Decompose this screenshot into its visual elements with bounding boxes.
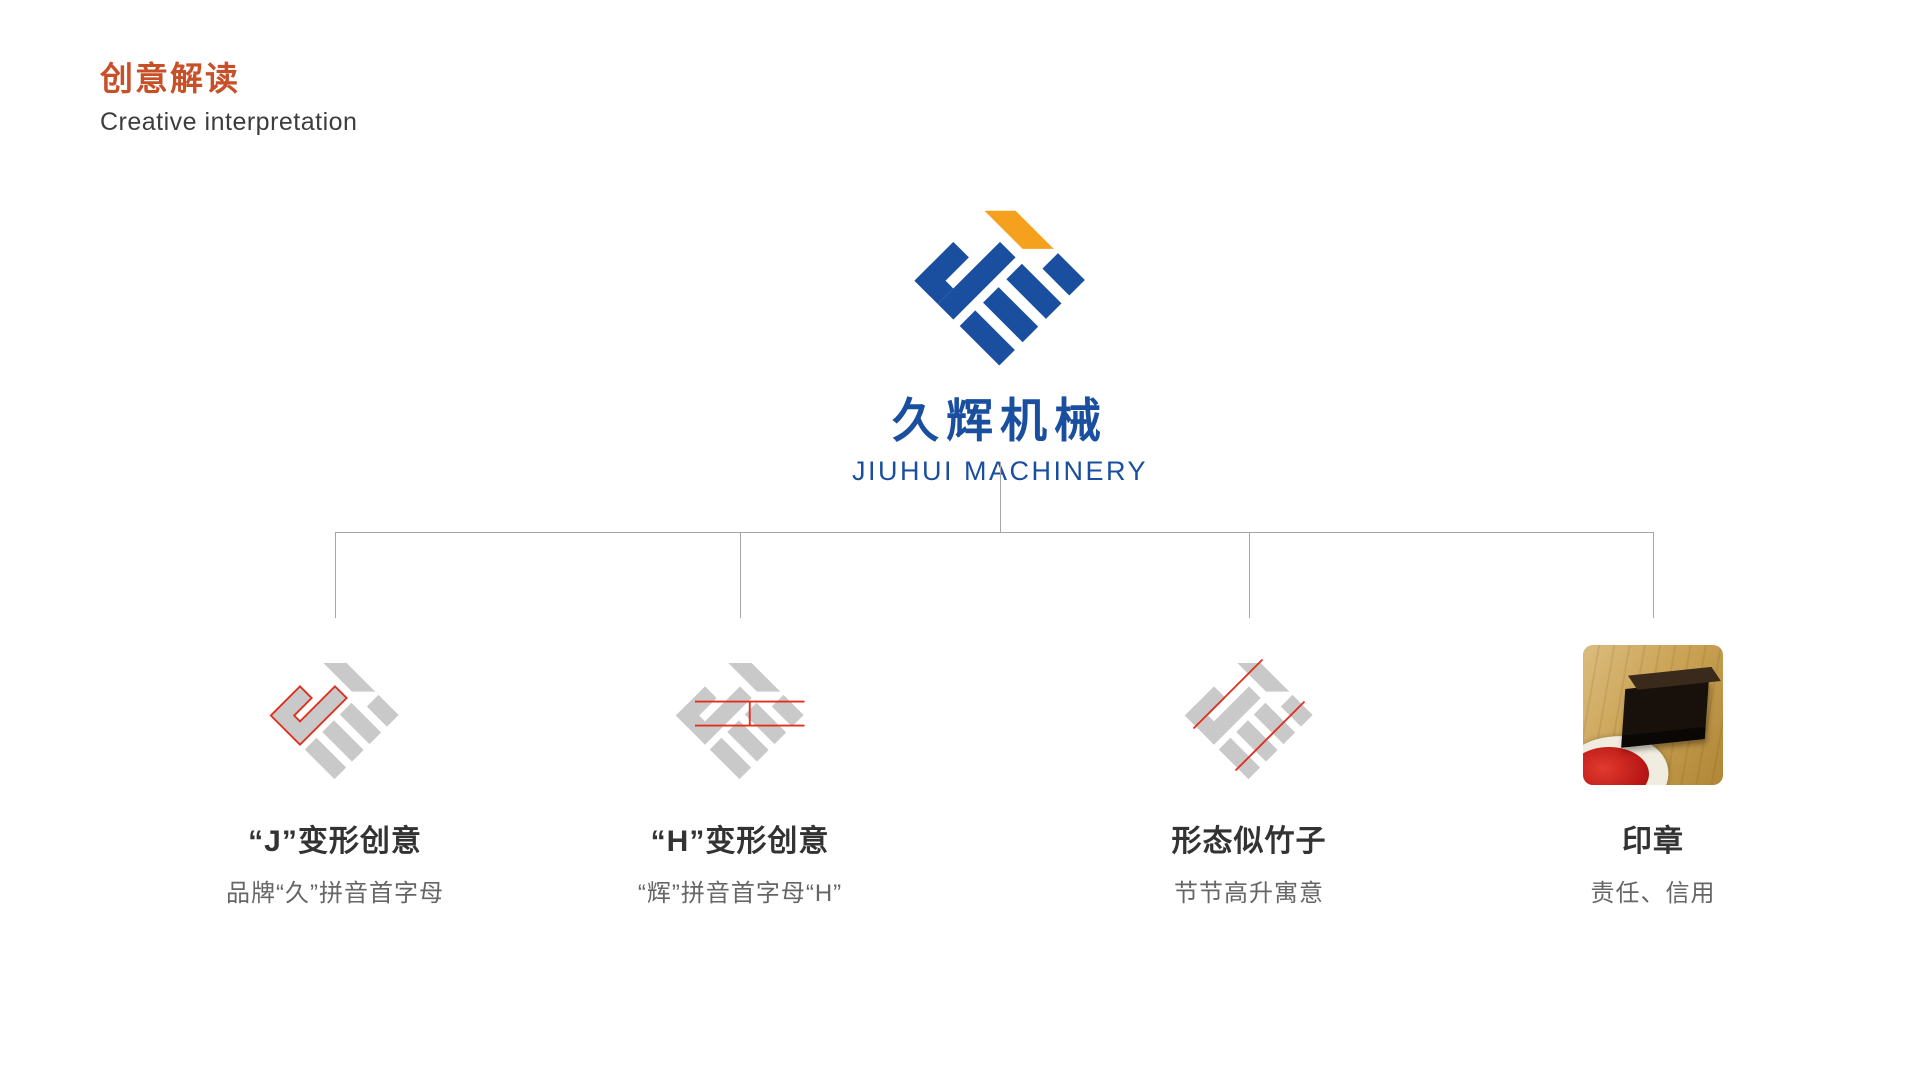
item-subtitle: 责任、信用 [1590,880,1716,907]
tree-drop-line [1653,532,1654,618]
tree-drop-line [1249,532,1250,618]
interpretation-item-seal: 印章 责任、信用 [1503,640,1803,908]
logo-name-en: JIUHUI MACHINERY [851,456,1149,486]
seal-stamp-photo [1578,640,1728,790]
logo-name-cn: 久辉机械 [892,394,1108,447]
brand-logo: 久辉机械 JIUHUI MACHINERY [700,180,1300,487]
mark-h-lines-icon [675,651,805,780]
jiuhui-diamond-logo-icon [914,195,1085,366]
tree-horizontal-line [335,532,1654,533]
item-subtitle: “辉”拼音首字母“H” [637,880,843,907]
item-subtitle: 节节高升寓意 [1174,880,1324,907]
page-subtitle: Creative interpretation [100,108,358,136]
seal-block [1621,680,1709,748]
item-title: “H”变形创意 [650,825,830,858]
mark-j-outline-icon [269,651,399,780]
item-title: “J”变形创意 [248,825,422,858]
tree-stem-line [1000,462,1001,532]
tree-drop-line [740,532,741,618]
item-title: 形态似竹子 [1171,825,1327,858]
page-title: 创意解读 [100,60,240,97]
header: 创意解读 Creative interpretation [100,52,357,137]
tree-drop-line [335,532,336,618]
interpretation-item-bamboo: 形态似竹子 节节高升寓意 [1099,640,1399,908]
interpretation-item-h: “H”变形创意 “辉”拼音首字母“H” [590,640,890,908]
mark-bamboo-lines-icon [1184,651,1313,780]
seal-stamp-image [1583,645,1723,785]
item-title: 印章 [1622,825,1684,858]
item-subtitle: 品牌“久”拼音首字母 [226,880,444,907]
interpretation-item-j: “J”变形创意 品牌“久”拼音首字母 [185,640,485,908]
